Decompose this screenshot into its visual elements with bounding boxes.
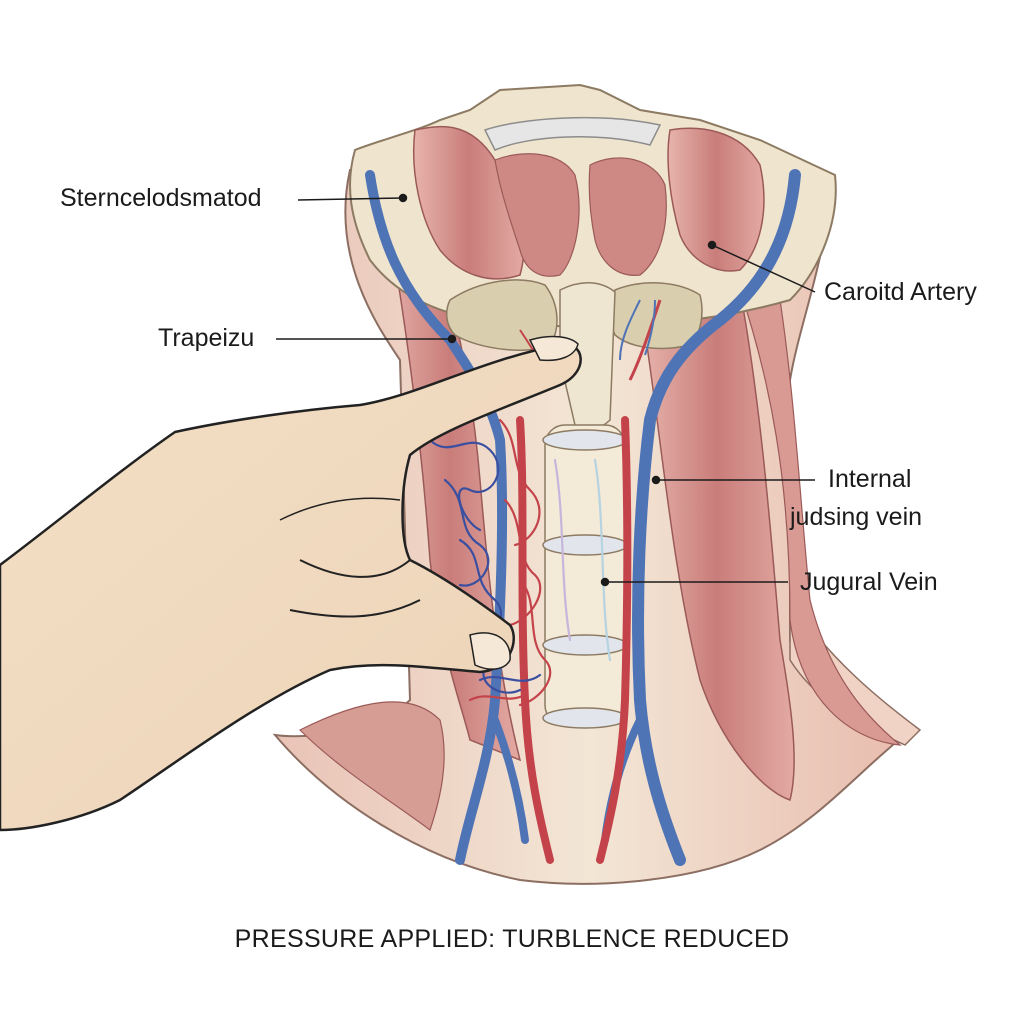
label-internal-vein-line2: judsing vein xyxy=(790,503,922,532)
label-carotid-artery: Caroitd Artery xyxy=(824,278,977,307)
label-jugular-vein: Jugural Vein xyxy=(800,568,938,597)
label-sternocleidomastoid: Sterncelodsmatod xyxy=(60,184,262,213)
label-internal-vein-line1: Internal xyxy=(828,465,911,494)
label-trapezius: Trapeizu xyxy=(158,324,254,353)
caption: PRESSURE APPLIED: TURBLENCE REDUCED xyxy=(0,925,1024,954)
